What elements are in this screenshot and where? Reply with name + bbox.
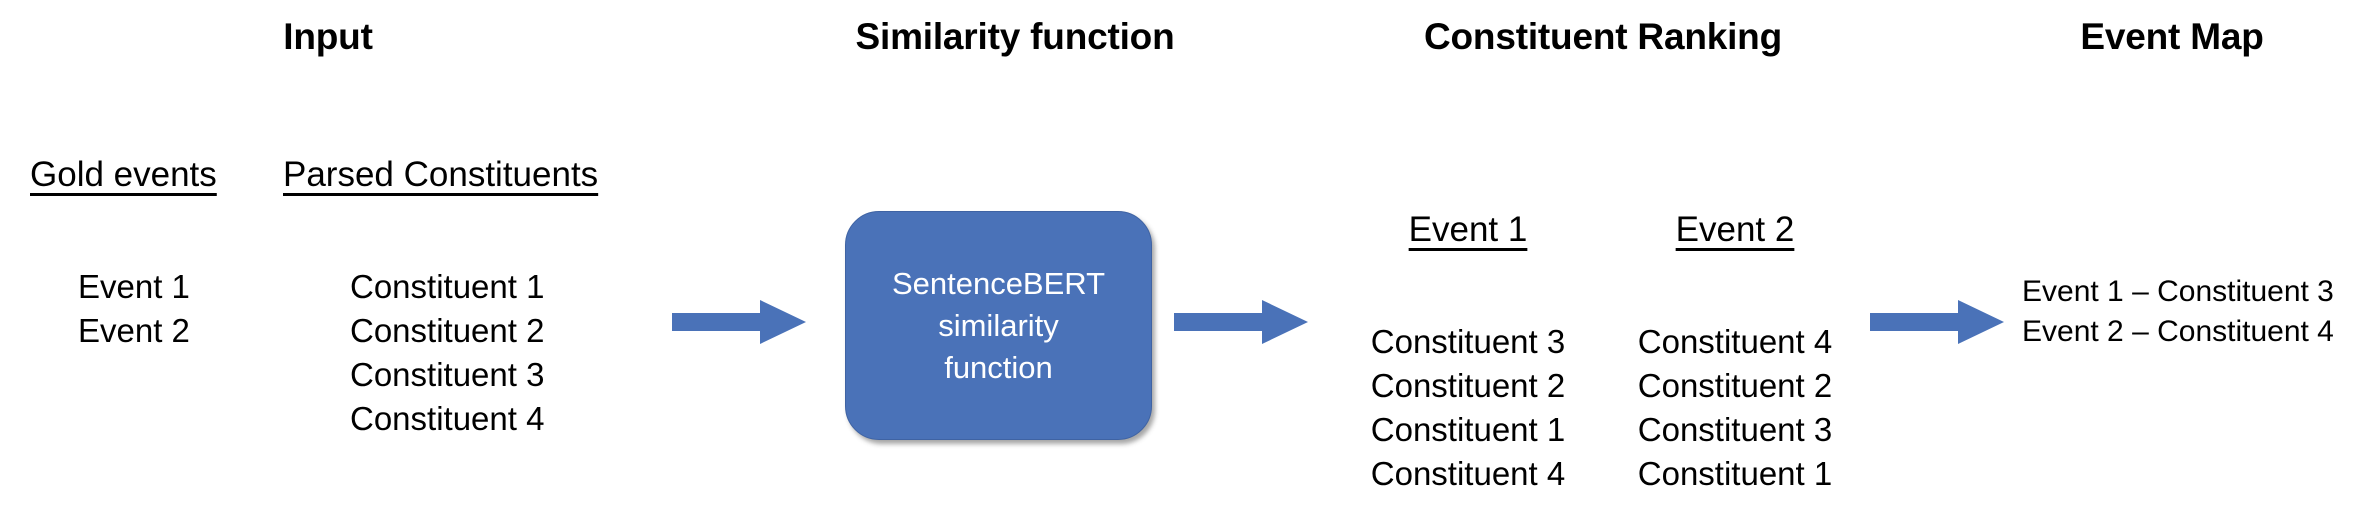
list-item: Constituent 4 — [1370, 455, 1566, 492]
list-item: Constituent 2 — [1637, 367, 1833, 404]
arrow-similarity-to-ranking-icon — [1174, 300, 1308, 344]
gold-events-list: Event 1 Event 2 — [78, 265, 190, 353]
list-item: Event 1 — [78, 268, 190, 305]
parsed-constituents-list: Constituent 1 Constituent 2 Constituent … — [350, 265, 544, 441]
arrow-input-to-similarity-icon — [672, 300, 806, 344]
gold-events-heading: Gold events — [30, 155, 217, 194]
list-item: Constituent 1 — [1637, 455, 1833, 492]
arrow-ranking-to-eventmap-icon — [1870, 300, 2004, 344]
list-item: Constituent 3 — [350, 356, 545, 393]
sentencebert-similarity-box[interactable]: SentenceBERT similarity function — [845, 211, 1152, 440]
parsed-constituents-heading: Parsed Constituents — [283, 155, 599, 194]
section-title-constituent-ranking: Constituent Ranking — [1424, 16, 1782, 57]
event-map-list: Event 1 – Constituent 3 Event 2 – Consti… — [2022, 272, 2334, 352]
section-title-event-map: Event Map — [2080, 16, 2264, 57]
list-item: Constituent 2 — [1370, 367, 1566, 404]
box-line-3: function — [944, 349, 1053, 385]
list-item: Event 1 – Constituent 3 — [2022, 275, 2334, 308]
list-item: Constituent 1 — [350, 268, 545, 305]
list-item: Constituent 1 — [1370, 411, 1566, 448]
section-title-similarity-function: Similarity function — [855, 16, 1175, 57]
section-title-input: Input — [283, 16, 373, 57]
box-line-1: SentenceBERT — [891, 265, 1106, 301]
box-line-2: similarity — [938, 307, 1059, 343]
list-item: Event 2 – Constituent 4 — [2022, 315, 2334, 348]
ranking-list-event-1: Constituent 3 Constituent 2 Constituent … — [1371, 320, 1565, 496]
list-item: Constituent 2 — [350, 312, 545, 349]
ranking-heading-event-2: Event 2 — [1675, 210, 1795, 249]
list-item: Constituent 4 — [1637, 323, 1833, 360]
list-item: Constituent 3 — [1370, 323, 1566, 360]
list-item: Constituent 3 — [1637, 411, 1833, 448]
ranking-list-event-2: Constituent 4 Constituent 2 Constituent … — [1638, 320, 1832, 496]
list-item: Event 2 — [78, 312, 190, 349]
ranking-heading-event-1: Event 1 — [1408, 210, 1528, 249]
list-item: Constituent 4 — [350, 400, 545, 437]
